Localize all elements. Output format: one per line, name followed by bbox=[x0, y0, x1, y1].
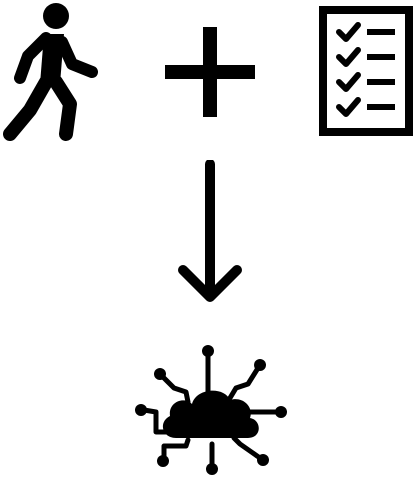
checklist-icon bbox=[315, 5, 418, 137]
plus-icon bbox=[160, 25, 260, 120]
arrow-down-icon bbox=[175, 159, 245, 305]
person-walking-icon bbox=[0, 0, 110, 145]
cloud-network-icon bbox=[130, 340, 290, 481]
